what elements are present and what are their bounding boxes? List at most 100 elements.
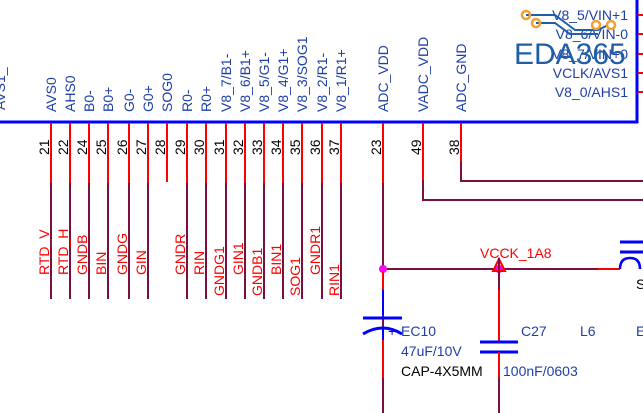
net-label: GNDR	[172, 234, 188, 275]
pin-name: G0-	[121, 88, 137, 112]
drag-handle[interactable]	[520, 9, 532, 21]
pin-name: V8_5/G1-	[256, 52, 272, 112]
c27-ref: C27	[521, 323, 547, 339]
pin-32[interactable]: V8_6/B1+ GIN1 32	[230, 50, 253, 299]
drag-handle[interactable]	[530, 17, 542, 29]
net-label: GNDR1	[307, 226, 323, 275]
pin-name: V8_0/AHS1	[555, 84, 628, 100]
net-label: SOG1	[287, 257, 303, 296]
right-pin[interactable]: VCLK/AVS1	[553, 65, 643, 81]
pin-23[interactable]: ADC_VDD 23	[368, 45, 391, 155]
pin-number: 35	[287, 139, 303, 155]
pin-name: ADC_GND	[453, 44, 469, 112]
pin-number: 24	[74, 139, 90, 155]
ec10-footprint: CAP-4X5MM	[401, 363, 483, 379]
pin-name: R0+	[198, 86, 214, 112]
pin-30[interactable]: R0+ RIN 30	[191, 86, 214, 299]
junction-dot	[379, 265, 387, 273]
net-label: RIN1	[326, 264, 342, 296]
pin-name: SOG0	[159, 73, 175, 112]
c27-value: 100nF/0603	[503, 363, 578, 379]
pin-name: V8_7/VIN+0	[552, 46, 628, 62]
chip-name: EDA365	[514, 38, 626, 71]
inductor-l6[interactable]: L6 S E	[580, 240, 643, 339]
pin-number: 27	[133, 139, 149, 155]
chip-body[interactable]	[0, 0, 639, 124]
pin-number: 25	[93, 139, 109, 155]
ec10-value: 47uF/10V	[401, 343, 462, 359]
right-pin[interactable]: V8_5/VIN+1	[552, 7, 643, 23]
l6-extra-partial: E	[636, 323, 643, 339]
wire-adc-gnd[interactable]	[460, 123, 643, 182]
pin-name: V8_7/B1-	[218, 53, 234, 112]
wire-vadc-vdd[interactable]	[422, 123, 643, 201]
selection-overlay[interactable]	[520, 9, 617, 35]
drag-handle[interactable]	[605, 19, 617, 31]
net-label: GNDG1	[211, 246, 227, 296]
pin-name: R0-	[179, 89, 195, 112]
pin-number: 33	[249, 139, 265, 155]
l6-value-partial: S	[636, 276, 643, 292]
capacitor-ec10[interactable]: + EC10 47uF/10V CAP-4X5MM	[362, 271, 483, 413]
right-pin[interactable]: V8_7/VIN+0	[552, 46, 643, 62]
pin-number: 28	[152, 139, 168, 155]
net-label: RTD_V	[36, 229, 52, 275]
pin-name: AVS0	[43, 77, 59, 112]
pin-number: 30	[191, 139, 207, 155]
pin-name: V8_4/G1+	[275, 49, 291, 112]
ec10-ref: EC10	[401, 323, 436, 339]
pin-number: 49	[408, 139, 424, 155]
net-label: GNDB	[74, 235, 90, 275]
right-pin[interactable]: V8_0/AHS1	[555, 84, 643, 100]
pin-27[interactable]: G0+ GIN 27	[133, 85, 156, 299]
pin-28[interactable]: SOG0 28	[152, 73, 175, 182]
capacitor-c27[interactable]: C27 100nF/0603	[480, 271, 578, 413]
pin-number: 31	[211, 139, 227, 155]
pin-number: 22	[55, 139, 71, 155]
pin-number: 37	[326, 139, 342, 155]
pin-name: VCLK/AVS1	[553, 65, 628, 81]
pin-name: ADC_VDD	[375, 45, 391, 112]
net-label: GIN	[133, 250, 149, 275]
pin-name: B0+	[100, 87, 116, 112]
drag-handle[interactable]	[590, 19, 602, 31]
pin-name: VADC_VDD	[415, 37, 431, 112]
net-label: GIN1	[230, 242, 246, 275]
polarity-plus: +	[388, 323, 396, 339]
pin-31[interactable]: V8_7/B1- GNDG1 31	[211, 53, 234, 299]
pin-number: 34	[268, 139, 284, 155]
pin-29[interactable]: R0- GNDR 29	[172, 89, 195, 299]
net-label: BIN	[93, 252, 109, 275]
l6-ref: L6	[580, 323, 596, 339]
pin-number: 23	[368, 139, 384, 155]
pin-25[interactable]: B0+ BIN 25	[93, 87, 116, 299]
pin-number: 26	[114, 139, 130, 155]
power-port-vcck[interactable]: VCCK_1A8	[480, 245, 552, 276]
pin-name: AHS0	[62, 75, 78, 112]
net-label: RIN	[191, 251, 207, 275]
pin-number: 29	[172, 139, 188, 155]
pin-37[interactable]: V8_1/R1+ RIN1 37	[326, 49, 349, 299]
pin-number: 32	[230, 139, 246, 155]
partial-pin-label: AVS1_	[0, 67, 8, 110]
bottom-pins: AVS0RTD_V21AHS0RTD_H22B0-GNDB24B0+BIN25G…	[36, 36, 469, 299]
pin-49[interactable]: VADC_VDD 49	[408, 37, 431, 155]
pin-name: V8_3/SOG1	[294, 36, 310, 112]
pin-number: 21	[36, 139, 52, 155]
net-label: GNDG	[114, 233, 130, 275]
pin-26[interactable]: G0- GNDG 26	[114, 88, 137, 299]
pin-name: G0+	[140, 85, 156, 112]
pin-name: V8_2/R1-	[314, 53, 330, 112]
pin-name: V8_6/B1+	[237, 50, 253, 112]
net-label: RTD_H	[55, 229, 71, 275]
pin-name: V8_1/R1+	[333, 49, 349, 112]
